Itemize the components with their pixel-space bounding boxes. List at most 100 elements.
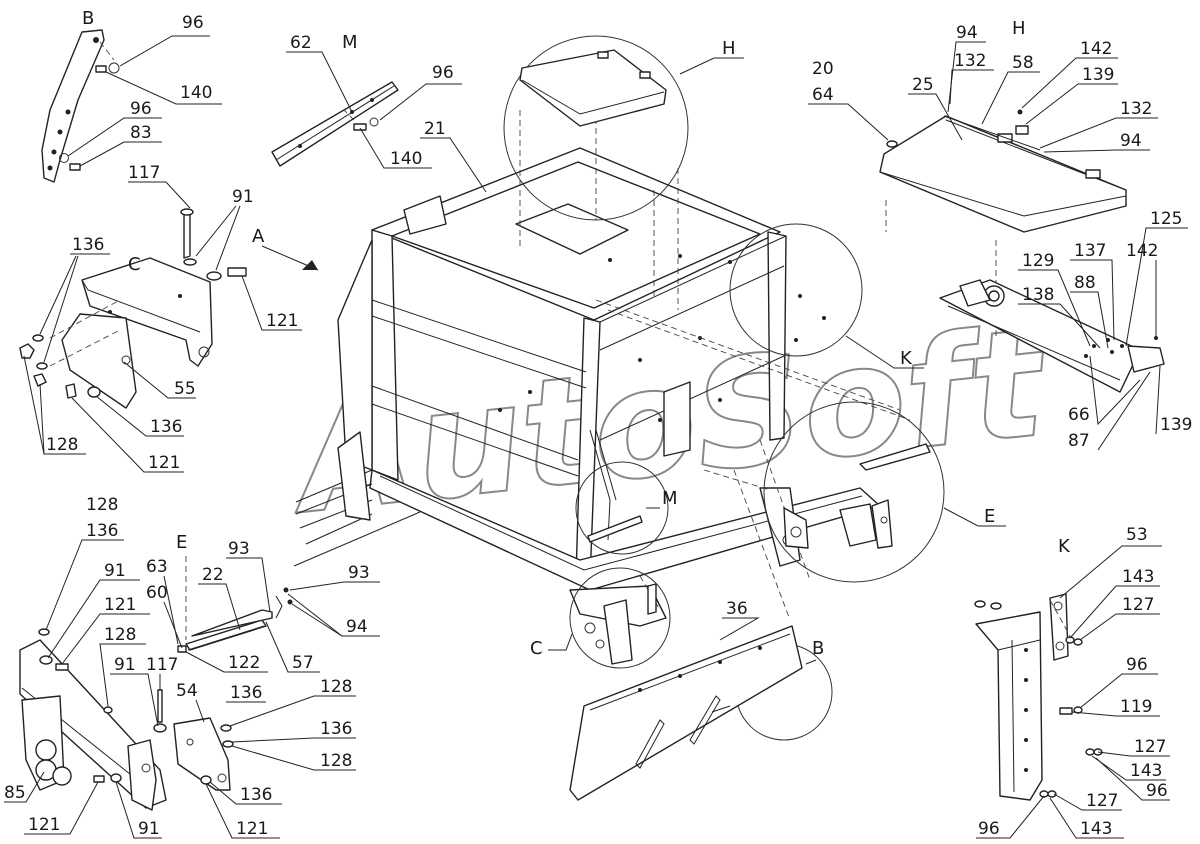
detail-circle-c [569,567,671,669]
label-detail-k: K [900,348,913,369]
callout-20: 20 [812,59,834,79]
label-detail-e: E [984,506,995,527]
callout-136: 136 [230,683,262,703]
e-bar-in-circle [783,443,931,549]
label-detail-b: B [812,638,824,659]
view-k-assembly [974,593,1103,801]
c-bracket-in-circle [584,583,657,665]
callout-93: 93 [348,563,370,583]
callout-96: 96 [130,99,152,119]
callout-96: 96 [978,819,1000,839]
label-view-b: B [82,8,94,29]
view-b-bracket [41,29,120,183]
callout-127: 127 [1134,737,1166,757]
view-e-assembly [19,587,293,811]
callout-58: 58 [1012,53,1034,73]
callout-66: 66 [1068,405,1090,425]
callout-128: 128 [46,435,78,455]
callout-91: 91 [138,819,160,839]
detail-circle-h [503,35,689,221]
callout-121: 121 [266,311,298,331]
callout-136: 136 [86,521,118,541]
callout-63: 63 [146,557,168,577]
callout-127: 127 [1086,791,1118,811]
view-m-rail [271,81,399,167]
bolt-assembly-117 [180,208,247,281]
label-detail-m: M [662,488,678,509]
view-c-bracket-55 [19,257,213,409]
callout-136: 136 [150,417,182,437]
label-view-a: A [252,226,265,247]
callout-136: 136 [240,785,272,805]
detail-circle-e [763,401,945,583]
side-panel-36 [569,625,803,801]
callout-62: 62 [290,33,312,53]
callout-129: 129 [1022,251,1054,271]
callout-139: 139 [1160,415,1192,435]
callout-91: 91 [114,655,136,675]
callout-22: 22 [202,565,224,585]
callout-88: 88 [1074,273,1096,293]
callout-142: 142 [1080,39,1112,59]
callout-91: 91 [232,187,254,207]
callout-117: 117 [146,655,178,675]
detail-circle-k [729,223,863,357]
callout-121: 121 [104,595,136,615]
callout-128: 128 [320,751,352,771]
callout-143: 143 [1130,761,1162,781]
callout-127: 127 [1122,595,1154,615]
callout-96: 96 [182,13,204,33]
label-detail-c: C [530,638,543,659]
callout-132: 132 [954,51,986,71]
callout-138: 138 [1022,285,1054,305]
callout-139: 139 [1082,65,1114,85]
callout-36: 36 [726,599,748,619]
callout-143: 143 [1122,567,1154,587]
callout-121: 121 [148,453,180,473]
callout-128: 128 [320,677,352,697]
callout-128: 128 [86,495,118,515]
callout-94: 94 [346,617,368,637]
label-view-e: E [176,532,187,553]
label-view-h: H [1012,18,1026,39]
callout-55: 55 [174,379,196,399]
callout-96: 96 [432,63,454,83]
callout-136: 136 [72,235,104,255]
label-view-m: M [342,32,358,53]
callout-128: 128 [104,625,136,645]
callout-85: 85 [4,783,26,803]
callout-132: 132 [1120,99,1152,119]
callout-53: 53 [1126,525,1148,545]
callout-94: 94 [1120,131,1142,151]
callout-96: 96 [1146,781,1168,801]
callout-140: 140 [390,149,422,169]
callout-25: 25 [912,75,934,95]
callout-54: 54 [176,681,198,701]
callout-21: 21 [424,119,446,139]
label-view-c: C [128,254,141,275]
callout-140: 140 [180,83,212,103]
h-cover-in-circle [519,49,667,127]
k-rail-assembly [939,279,1165,393]
callout-137: 137 [1074,241,1106,261]
view-h-cover-25 [879,109,1127,233]
callout-94: 94 [956,23,978,43]
callout-117: 117 [128,163,160,183]
callout-122: 122 [228,653,260,673]
callout-143: 143 [1080,819,1112,839]
detail-circle-m [575,461,669,555]
label-detail-h: H [722,38,736,59]
callout-64: 64 [812,85,834,105]
callout-91: 91 [104,561,126,581]
callout-83: 83 [130,123,152,143]
callout-87: 87 [1068,431,1090,451]
callout-60: 60 [146,583,168,603]
callout-96: 96 [1126,655,1148,675]
callout-142: 142 [1126,241,1158,261]
callout-57: 57 [292,653,314,673]
callout-121: 121 [28,815,60,835]
callout-93: 93 [228,539,250,559]
callout-125: 125 [1150,209,1182,229]
label-view-k: K [1058,536,1071,557]
